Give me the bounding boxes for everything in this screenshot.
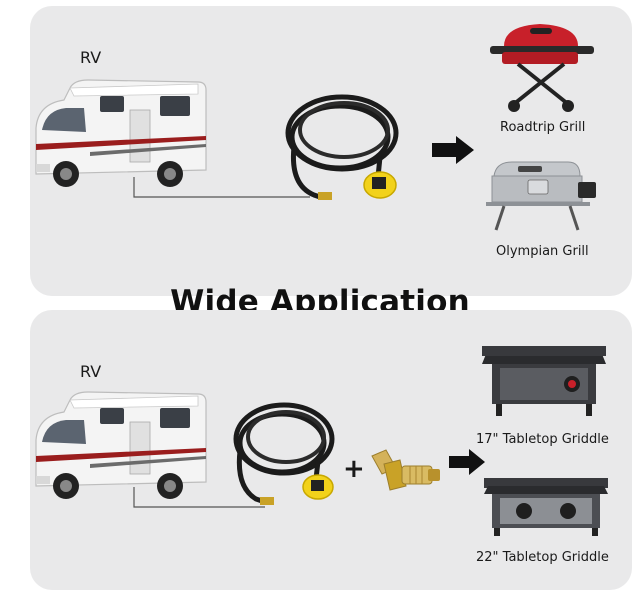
gas-line-bottom: [133, 487, 265, 508]
rv-label-bottom: RV: [80, 362, 102, 381]
arrow-right-icon: [432, 136, 474, 164]
hose-icon: [285, 94, 399, 200]
rv-icon: [35, 391, 207, 499]
olympian-grill-label: Olympian Grill: [496, 244, 589, 259]
griddle-22-label: 22" Tabletop Griddle: [476, 550, 609, 565]
hose-icon: [233, 402, 335, 505]
roadtrip-grill-icon: [490, 24, 594, 112]
plus-icon: +: [343, 454, 365, 484]
griddle-17-label: 17" Tabletop Griddle: [476, 432, 609, 447]
arrow-right-icon: [449, 449, 485, 475]
rv-icon: [35, 79, 207, 187]
olympian-grill-icon: [486, 161, 596, 231]
griddle-22-icon: [484, 478, 608, 536]
rv-label-top: RV: [80, 48, 102, 67]
gas-line-top: [133, 177, 310, 198]
griddle-17-icon: [482, 346, 606, 416]
elbow-adapter-icon: [371, 449, 440, 491]
roadtrip-grill-label: Roadtrip Grill: [500, 120, 586, 135]
